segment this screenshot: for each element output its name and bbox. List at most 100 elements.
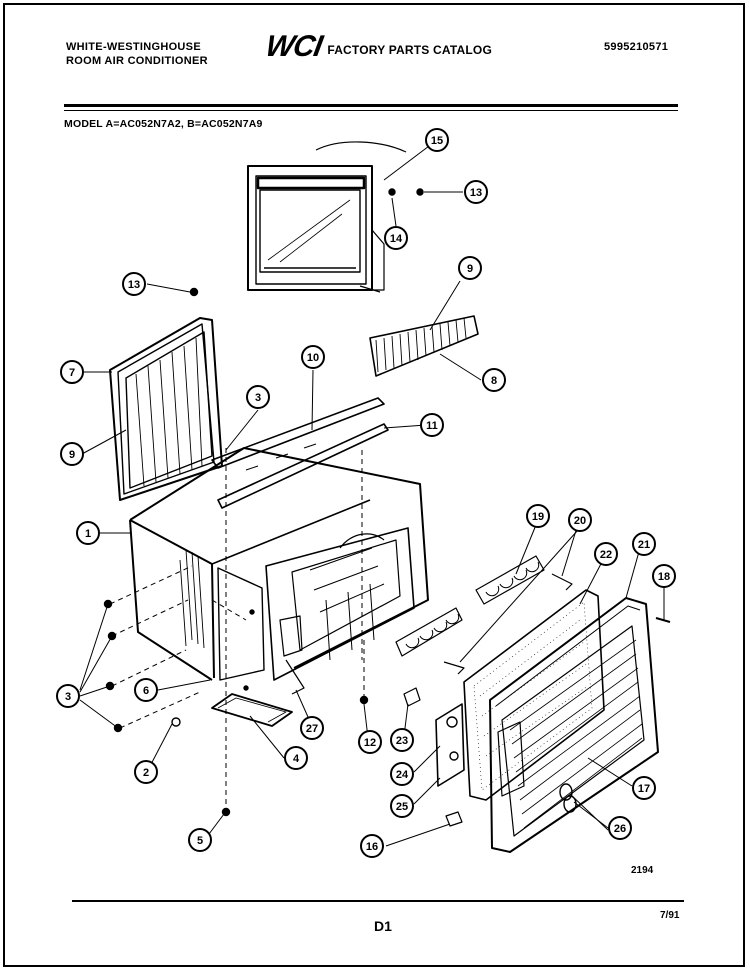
callout-20: 20 <box>568 508 592 532</box>
callout-11: 11 <box>420 413 444 437</box>
fastener-leaders <box>109 448 365 812</box>
callout-16: 16 <box>360 834 384 858</box>
callout-10: 10 <box>301 345 325 369</box>
callout-circle <box>134 760 158 784</box>
cabinet <box>129 447 429 691</box>
callout-label: 2 <box>143 767 149 779</box>
callout-label: 24 <box>396 769 409 781</box>
front-panel <box>489 597 659 853</box>
callout-circle <box>134 678 158 702</box>
callout-circle <box>284 746 308 770</box>
callout-label: 1 <box>85 528 91 540</box>
callout-18: 18 <box>652 564 676 588</box>
page-border <box>3 3 745 967</box>
window-frame-assembly <box>247 141 424 293</box>
header-rule <box>64 104 678 107</box>
catalog-title: FACTORY PARTS CATALOG <box>327 43 492 57</box>
callout-circle <box>390 794 414 818</box>
control-panel <box>403 687 465 787</box>
callout-circle <box>464 180 488 204</box>
callout-26: 26 <box>608 816 632 840</box>
revision-date: 7/91 <box>660 910 680 921</box>
callout-label: 16 <box>366 841 378 853</box>
callout-13: 13 <box>122 272 146 296</box>
callout-label: 19 <box>532 511 544 523</box>
callout-circle <box>458 256 482 280</box>
callout-label: 25 <box>396 801 408 813</box>
callout-label: 13 <box>128 279 140 291</box>
side-louver <box>369 315 479 377</box>
callout-8: 8 <box>482 368 506 392</box>
callout-circle <box>360 834 384 858</box>
callout-label: 26 <box>614 823 626 835</box>
callout-label: 15 <box>431 135 443 147</box>
callout-circle <box>76 521 100 545</box>
callout-circle <box>482 368 506 392</box>
callout-label: 7 <box>69 367 75 379</box>
page-id: D1 <box>374 918 392 934</box>
footer-rule <box>72 900 684 902</box>
callout-label: 10 <box>307 352 319 364</box>
callout-3: 3 <box>246 385 270 409</box>
callout-circle <box>301 345 325 369</box>
callout-15: 15 <box>425 128 449 152</box>
callout-circle <box>122 272 146 296</box>
callout-circle <box>652 564 676 588</box>
callout-label: 11 <box>426 420 438 432</box>
callout-circle <box>188 828 212 852</box>
callout-21: 21 <box>632 532 656 556</box>
callout-circle <box>390 728 414 752</box>
callout-22: 22 <box>594 542 618 566</box>
callout-circle <box>56 684 80 708</box>
figure-number: 2194 <box>631 865 654 876</box>
callout-1: 1 <box>76 521 100 545</box>
callout-label: 8 <box>491 375 497 387</box>
callout-label: 4 <box>293 753 300 765</box>
callout-label: 17 <box>638 783 650 795</box>
callout-circle <box>568 508 592 532</box>
callout-label: 9 <box>69 449 75 461</box>
callout-3: 3 <box>56 684 80 708</box>
callout-9: 9 <box>60 442 84 466</box>
callout-circle <box>300 716 324 740</box>
callout-5: 5 <box>188 828 212 852</box>
callout-label: 13 <box>470 187 482 199</box>
callout-circle <box>384 226 408 250</box>
brand-line-1: WHITE-WESTINGHOUSE <box>66 41 201 53</box>
callout-label: 22 <box>600 549 612 561</box>
callout-circle <box>632 776 656 800</box>
callout-17: 17 <box>632 776 656 800</box>
callout-circle <box>390 762 414 786</box>
air-filter <box>463 589 605 801</box>
callout-6: 6 <box>134 678 158 702</box>
louver-linkage <box>395 555 671 675</box>
leader-lines <box>79 139 665 847</box>
callout-label: 5 <box>197 835 203 847</box>
callout-23: 23 <box>390 728 414 752</box>
brand-line-2: ROOM AIR CONDITIONER <box>66 55 208 67</box>
callout-27: 27 <box>300 716 324 740</box>
callout-7: 7 <box>60 360 84 384</box>
callout-label: 21 <box>638 539 650 551</box>
base-pan <box>211 693 293 727</box>
callout-circle <box>632 532 656 556</box>
callout-25: 25 <box>390 794 414 818</box>
callout-circle <box>608 816 632 840</box>
callout-circle <box>526 504 550 528</box>
callout-label: 3 <box>255 392 261 404</box>
callout-circle <box>60 442 84 466</box>
callout-label: 9 <box>467 263 473 275</box>
filter-panel <box>109 287 223 501</box>
callout-label: 14 <box>390 233 403 245</box>
callout-label: 18 <box>658 571 670 583</box>
chassis <box>265 527 415 695</box>
callout-circle <box>594 542 618 566</box>
callout-label: 12 <box>364 737 376 749</box>
callout-label: 27 <box>306 723 318 735</box>
callout-circle <box>60 360 84 384</box>
callout-13: 13 <box>464 180 488 204</box>
callout-12: 12 <box>358 730 382 754</box>
callout-14: 14 <box>384 226 408 250</box>
